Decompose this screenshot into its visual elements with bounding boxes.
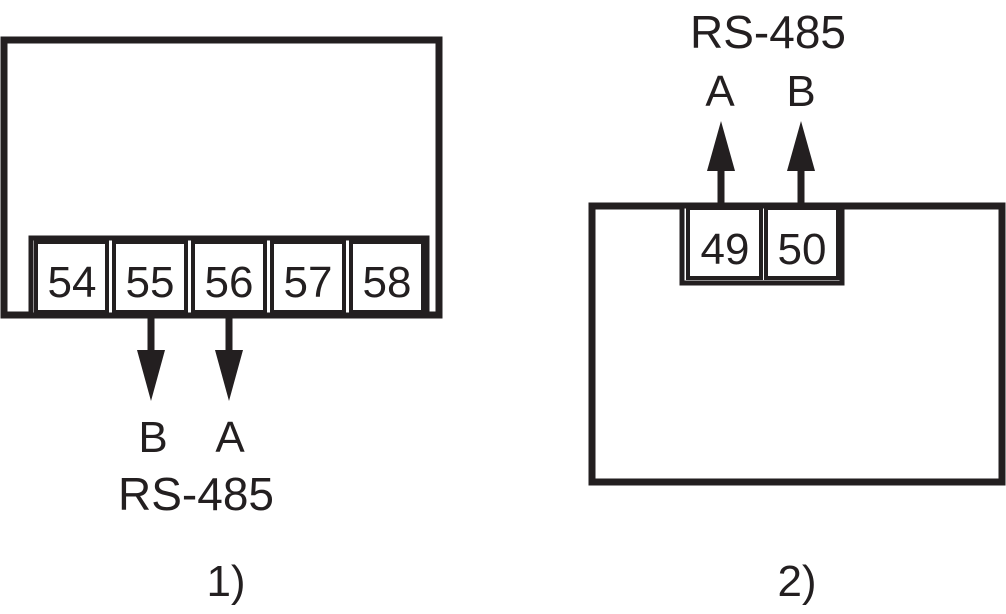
terminal-58-label: 58 [363,258,412,307]
terminal-50-label: 50 [778,225,827,274]
arrow-a-up [707,121,735,206]
terminal-57-label: 57 [284,258,333,307]
terminal-55-label: 55 [126,258,175,307]
label-b-1: B [138,413,167,462]
label-a-2: A [705,67,735,116]
terminal-58: 58 [349,240,425,314]
arrow-b-up [787,121,815,206]
terminal-50: 50 [764,206,840,280]
caption-1: 1) [206,557,245,606]
bus-label-2: RS-485 [690,6,846,58]
label-a-1: A [215,413,245,462]
terminal-56: 56 [191,240,267,314]
label-b-2: B [786,67,815,116]
terminal-49-label: 49 [701,225,750,274]
diagram-2: RS-485 A B 49 50 2) [588,6,1006,606]
bus-label-1: RS-485 [118,468,274,520]
terminal-56-label: 56 [205,258,254,307]
terminal-54-label: 54 [48,258,97,307]
caption-2: 2) [777,557,816,606]
arrow-b-down [137,315,165,401]
terminal-54: 54 [34,240,109,314]
terminal-55: 55 [112,240,188,314]
terminal-49: 49 [686,206,763,280]
diagram-1: 54 55 56 57 58 B A RS-485 1) [0,36,443,606]
arrow-a-down [215,315,243,401]
terminal-57: 57 [270,240,346,314]
